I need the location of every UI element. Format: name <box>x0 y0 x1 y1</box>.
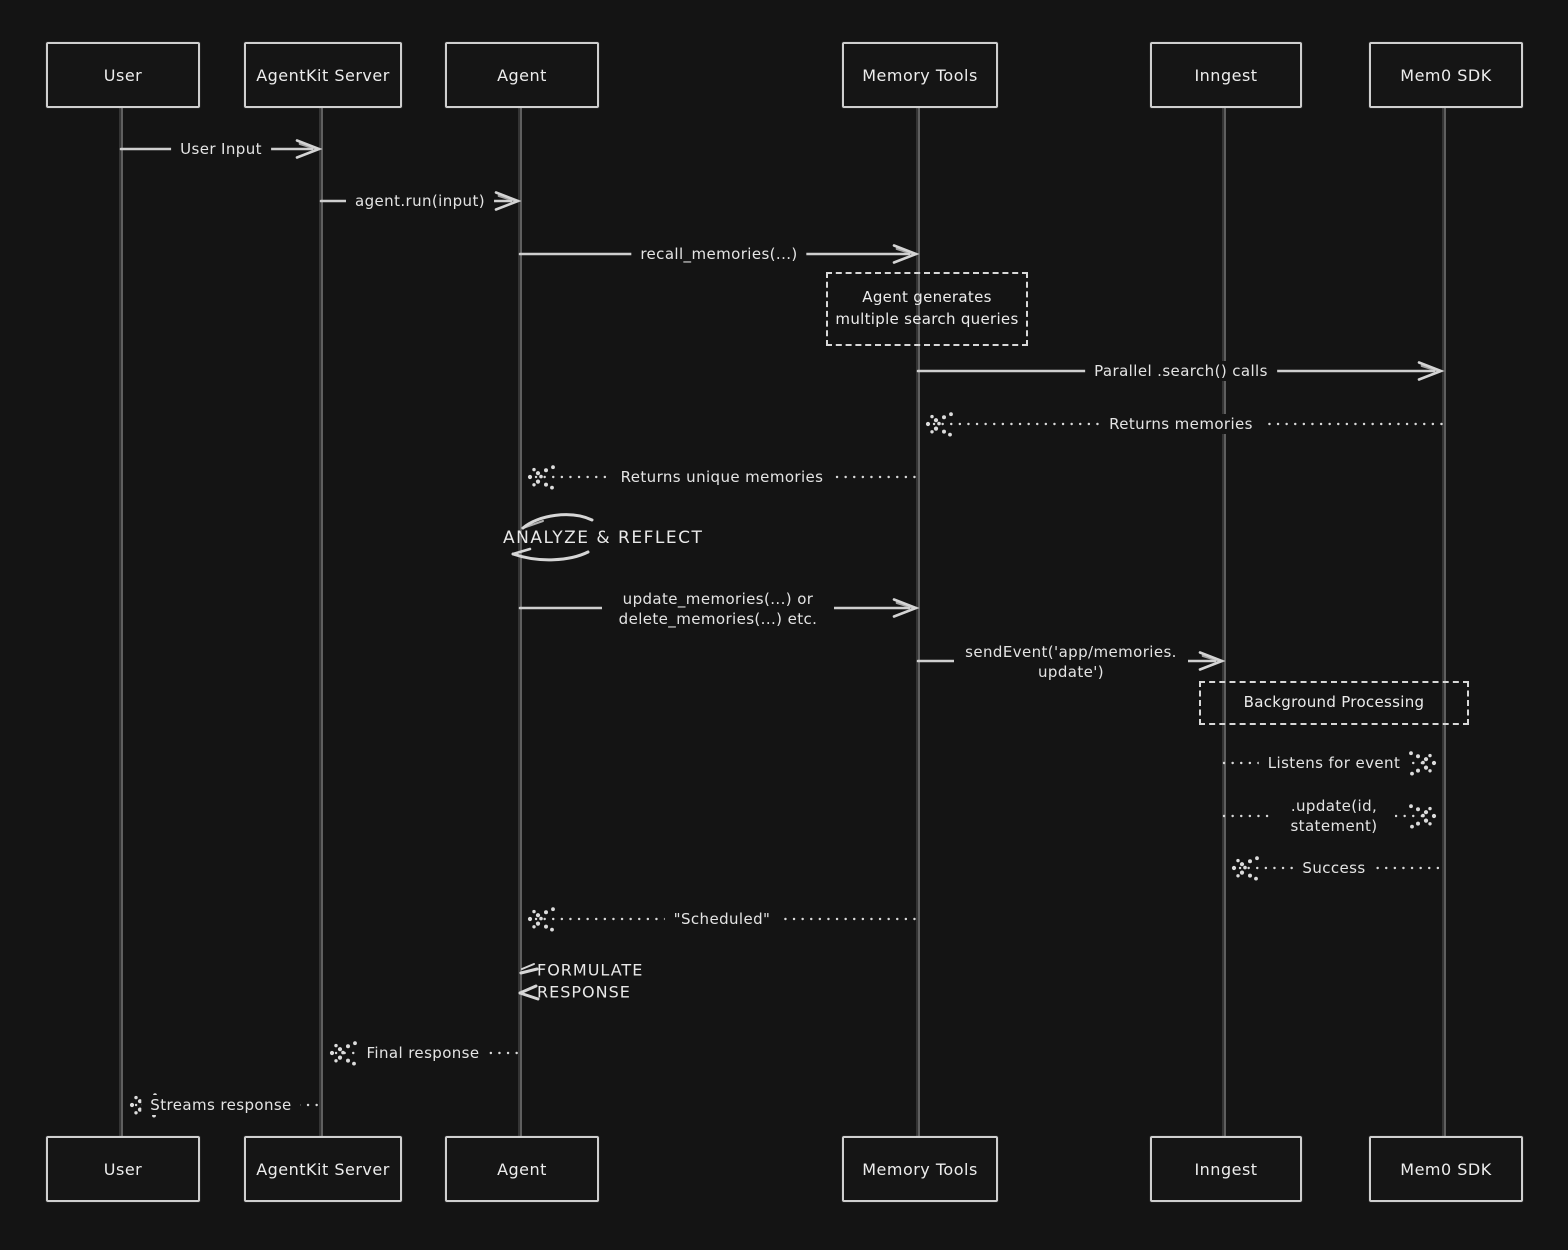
actor-box-memory-tools-top: Memory Tools <box>842 42 998 108</box>
actor-box-agent-top: Agent <box>445 42 599 108</box>
actor-box-user-top: User <box>46 42 200 108</box>
actor-label: Mem0 SDK <box>1400 65 1492 85</box>
self-action-analyze-reflect: ANALYZE & REFLECT <box>503 528 704 548</box>
actor-label: AgentKit Server <box>256 65 390 85</box>
actor-label: Memory Tools <box>862 65 978 85</box>
message-success: Success <box>1293 858 1375 878</box>
message-user-input: User Input <box>171 139 271 159</box>
message-returns-memories: Returns memories <box>1100 414 1262 434</box>
actor-label: Memory Tools <box>862 1159 978 1179</box>
actor-label: User <box>103 1159 143 1179</box>
message-recall-memories: recall_memories(...) <box>631 244 807 264</box>
message-agent-run: agent.run(input) <box>346 191 494 211</box>
actor-label: Inngest <box>1194 65 1258 85</box>
message-final-response: Final response <box>357 1043 489 1063</box>
message-update-memories: update_memories(...) or delete_memories(… <box>602 587 834 631</box>
message-streams-response: Streams response <box>141 1095 301 1115</box>
actor-box-agentkit-server-top: AgentKit Server <box>244 42 402 108</box>
actor-box-inngest-top: Inngest <box>1150 42 1302 108</box>
message-returns-unique-memories: Returns unique memories <box>611 467 833 487</box>
dotted-arrows <box>134 422 1446 1107</box>
note-label: Agent generates multiple search queries <box>835 288 1019 328</box>
self-action-formulate-response: FORMULATE RESPONSE <box>537 960 644 1001</box>
actor-box-mem0-sdk-top: Mem0 SDK <box>1369 42 1523 108</box>
actor-label: Agent <box>497 1159 547 1179</box>
note-agent-generates-queries: Agent generates multiple search queries <box>826 272 1028 346</box>
actor-box-agentkit-server-bottom: AgentKit Server <box>244 1136 402 1202</box>
actor-label: Inngest <box>1194 1159 1258 1179</box>
actor-box-memory-tools-bottom: Memory Tools <box>842 1136 998 1202</box>
message-parallel-search: Parallel .search() calls <box>1085 361 1277 381</box>
actor-label: Mem0 SDK <box>1400 1159 1492 1179</box>
actor-box-inngest-bottom: Inngest <box>1150 1136 1302 1202</box>
actor-label: Agent <box>497 65 547 85</box>
note-background-processing: Background Processing <box>1199 681 1469 725</box>
self-loop-formulate-response <box>518 963 540 1001</box>
actor-label: AgentKit Server <box>256 1159 390 1179</box>
actor-box-agent-bottom: Agent <box>445 1136 599 1202</box>
message-send-event: sendEvent('app/memories.update') <box>954 640 1188 684</box>
lifelines <box>119 108 1446 1136</box>
self-loop-analyze-reflect <box>511 513 594 562</box>
actor-label: User <box>103 65 143 85</box>
message-listens-for-event: Listens for event <box>1258 753 1410 773</box>
message-update-id-statement: .update(id, statement) <box>1273 794 1395 838</box>
note-label: Background Processing <box>1243 693 1425 712</box>
actor-box-mem0-sdk-bottom: Mem0 SDK <box>1369 1136 1523 1202</box>
solid-arrows <box>119 147 1436 663</box>
actor-box-user-bottom: User <box>46 1136 200 1202</box>
message-scheduled: "Scheduled" <box>664 909 780 929</box>
